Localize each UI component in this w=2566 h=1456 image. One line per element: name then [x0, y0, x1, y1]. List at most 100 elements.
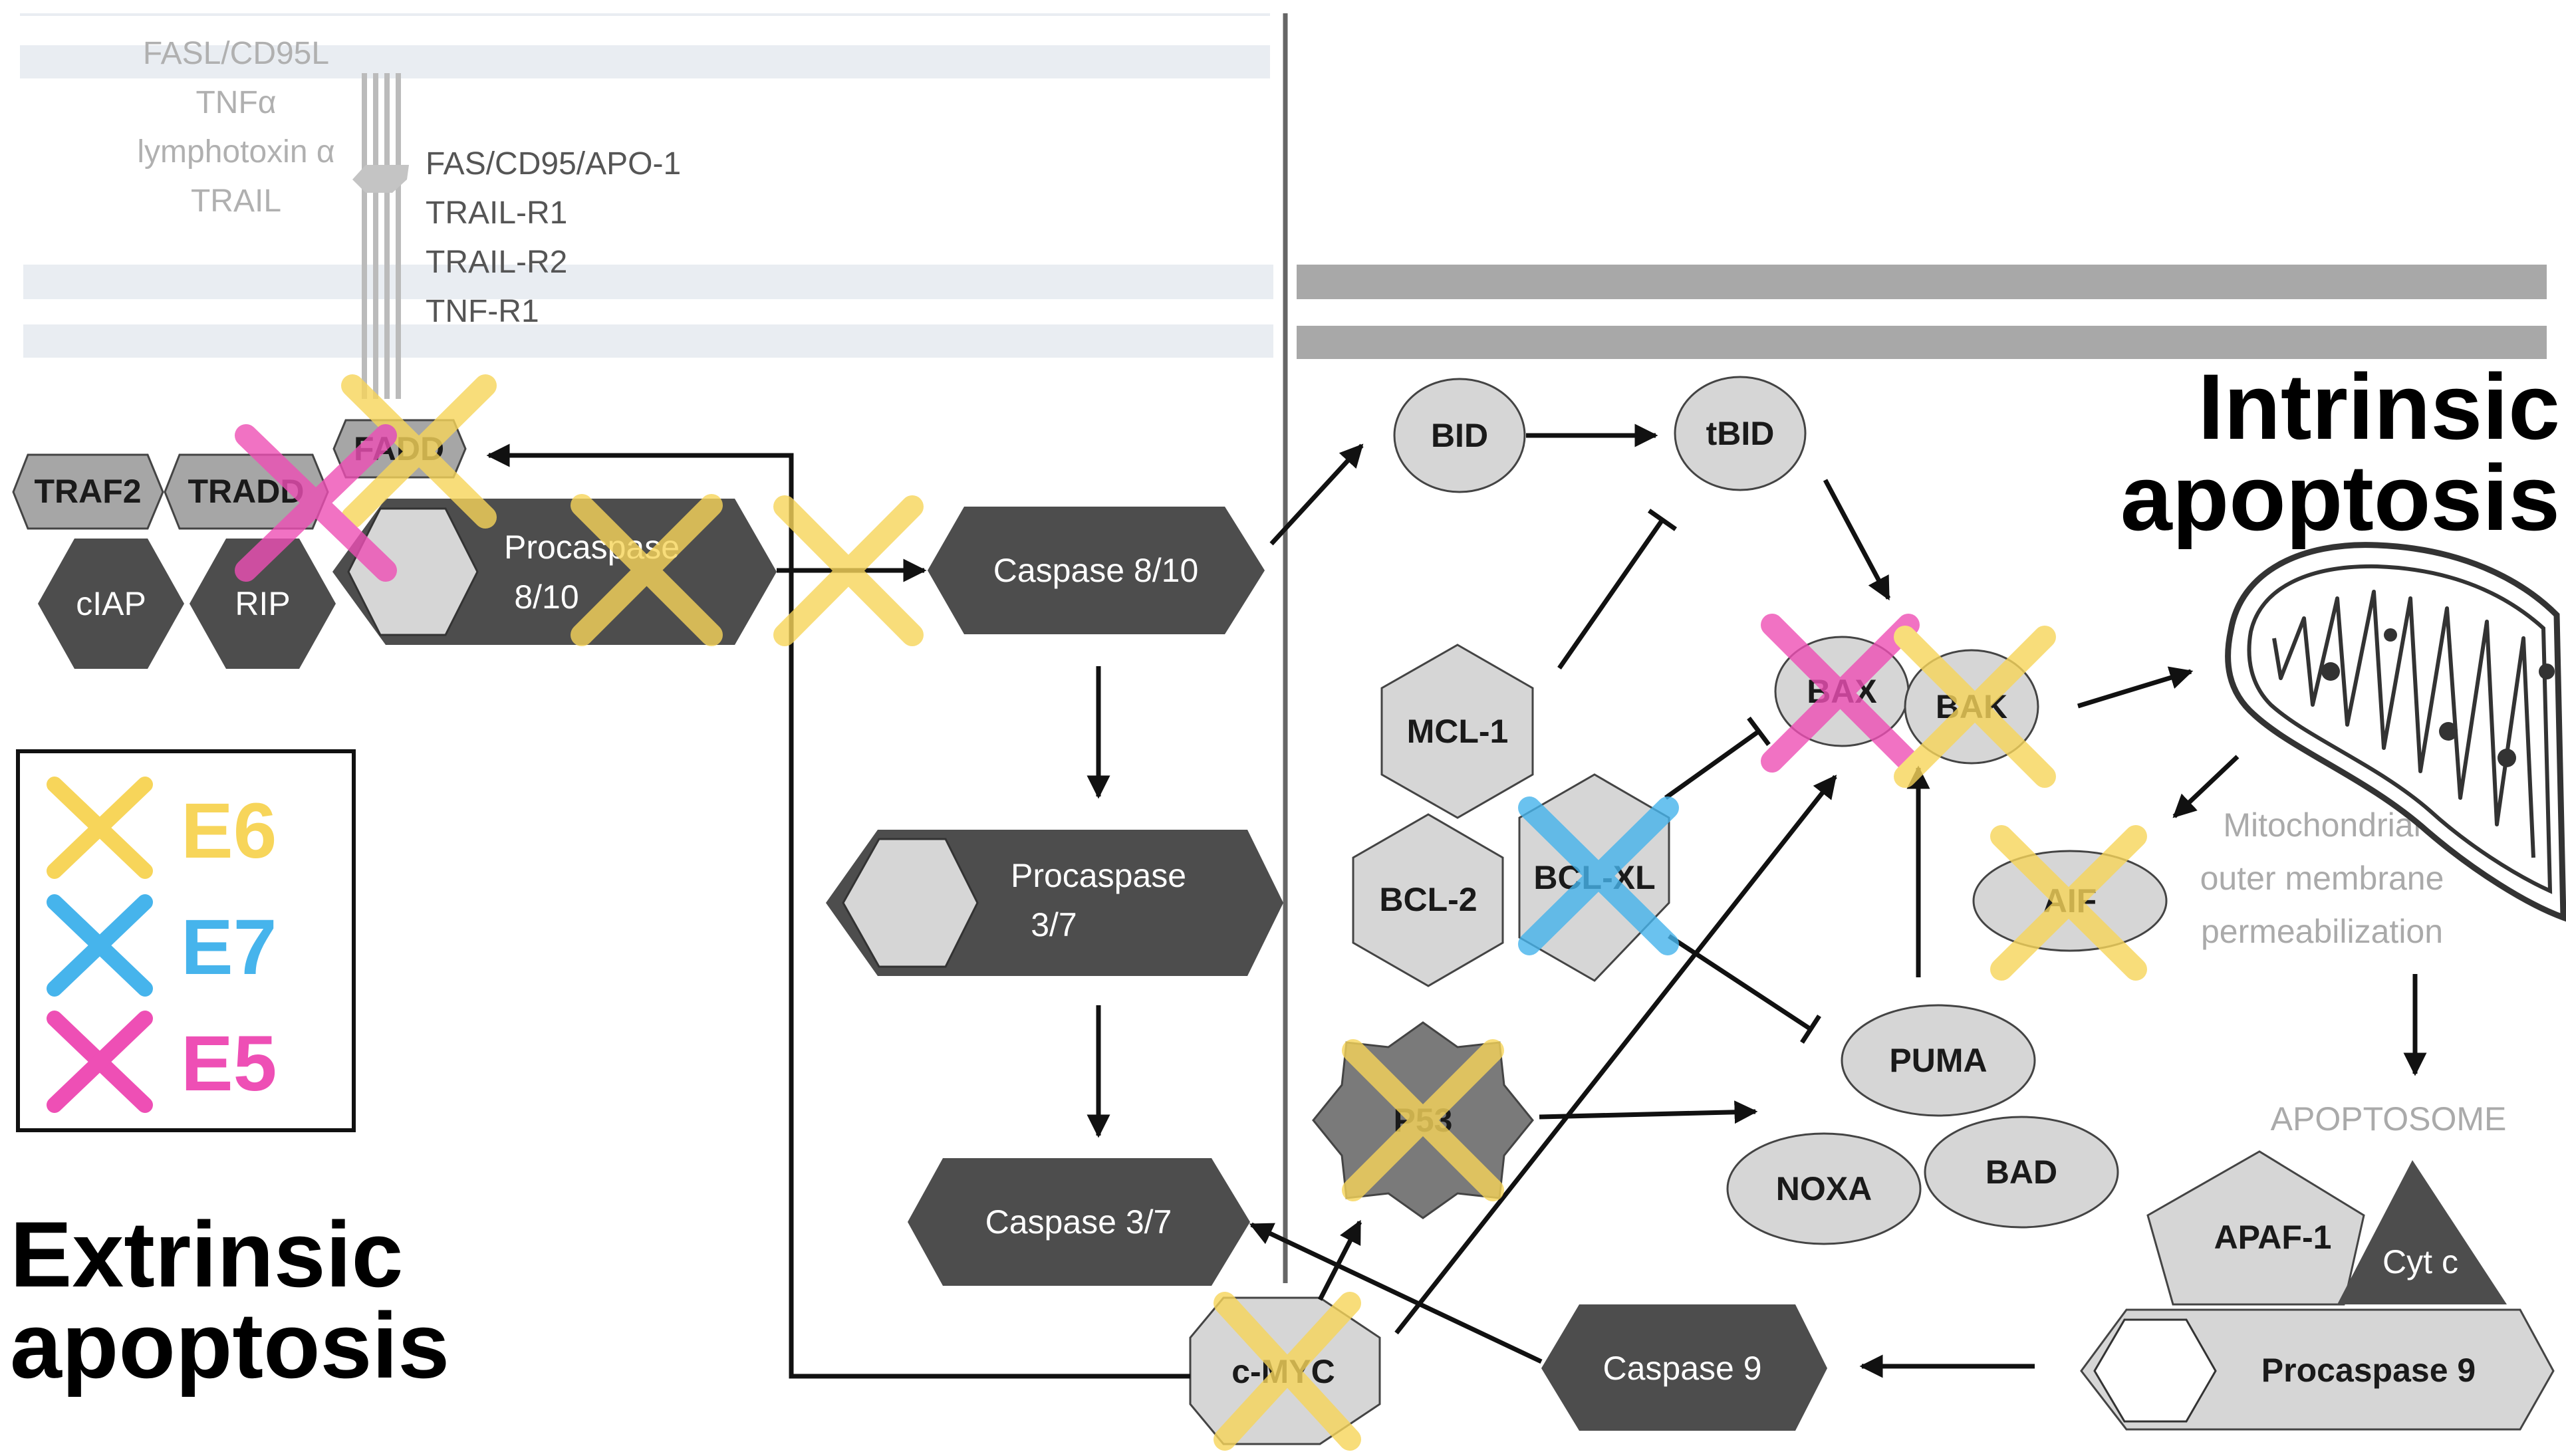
bad-label: BAD	[1986, 1153, 2057, 1191]
legend-e6-cross-icon	[47, 777, 153, 879]
legend-e5-cross-icon	[47, 1011, 153, 1113]
legend-e6-label: E6	[181, 787, 277, 875]
cytc-label: Cyt c	[2382, 1243, 2458, 1280]
arrow	[1823, 479, 1891, 601]
traf2-label: TRAF2	[34, 473, 141, 510]
arrow	[1249, 1222, 1543, 1364]
arrow	[1269, 443, 1364, 546]
arrow	[1317, 1219, 1362, 1301]
mitochondrion-icon	[2225, 542, 2566, 922]
procaspase-3-7-label: 3/7	[1031, 906, 1077, 943]
rip-label: RIP	[235, 585, 290, 622]
bad-node	[1924, 1116, 2119, 1229]
extrinsic-cascade: Caspase 8/10 Procaspase 3/7 Caspase 3/7 …	[826, 507, 1381, 1445]
procaspase-3-7-label: Procaspase	[1011, 857, 1186, 894]
e5-cross-tradd	[235, 424, 397, 582]
receptor-list: FAS/CD95/APO-1 TRAIL-R1 TRAIL-R2 TNF-R1	[426, 146, 681, 329]
inhibition-bar	[1800, 1015, 1821, 1044]
extrinsic-title: apoptosis	[10, 1293, 449, 1397]
momp-label: Mitochondrial	[2223, 806, 2420, 844]
inhibition-line	[1664, 729, 1761, 800]
caspase-9-label: Caspase 9	[1603, 1350, 1761, 1387]
mito-membrane-outer	[1297, 265, 2547, 299]
momp-label: outer membrane	[2200, 860, 2444, 897]
ligand-list: FASL/CD95L TNFα lymphotoxin α TRAIL	[137, 36, 334, 219]
puma-node	[1841, 1004, 2036, 1117]
oncoprotein-crosses	[235, 374, 2147, 1451]
extrinsic-title: Extrinsic	[10, 1202, 403, 1306]
arrow	[2172, 755, 2240, 818]
noxa-label: NOXA	[1776, 1170, 1872, 1207]
rip-node	[190, 539, 336, 669]
prodomain-hexagon	[347, 507, 479, 636]
prodomain-hexagon	[842, 838, 979, 968]
legend-e5-label: E5	[181, 1020, 277, 1108]
mcl1-label: MCL-1	[1407, 713, 1509, 750]
mito-membrane-inner	[1297, 326, 2547, 359]
e6-cross-bak	[1894, 626, 2056, 788]
traf2-node	[12, 453, 164, 530]
receptor-label: FAS/CD95/APO-1	[426, 146, 681, 182]
bcl2-label: BCL-2	[1379, 881, 1477, 918]
e6-cross-cmyc	[1214, 1292, 1361, 1451]
e6-cross-p53	[1342, 1039, 1504, 1201]
ligand-band	[20, 45, 1270, 78]
caspase-8-10-node	[928, 507, 1265, 634]
ciap-label: cIAP	[76, 585, 146, 622]
bid-node	[1393, 378, 1526, 493]
intrinsic-title: apoptosis	[2120, 445, 2560, 550]
mcl1-node	[1380, 644, 1534, 819]
cytc-node	[2337, 1160, 2507, 1304]
arrows	[486, 424, 2427, 1379]
ligand-label: TRAIL	[191, 183, 281, 219]
inhibition-bar	[1747, 716, 1771, 747]
membranes	[20, 13, 2547, 1283]
legend-box	[16, 749, 356, 1132]
arrow	[486, 443, 1190, 1379]
legend-e7-cross-icon	[47, 894, 153, 997]
bid-label: BID	[1431, 417, 1488, 454]
intrinsic-title: Intrinsic	[2198, 354, 2560, 459]
arrow	[1394, 775, 1837, 1335]
plasma-membrane-inner	[23, 324, 1273, 358]
prodomain-hexagon	[2093, 1318, 2217, 1423]
inhibition-line	[1668, 934, 1812, 1031]
puma-label: PUMA	[1889, 1042, 1987, 1079]
apoptosome-label: APOPTOSOME	[2271, 1100, 2507, 1138]
e7-cross-bclxl	[1518, 796, 1679, 955]
legend: E6 E7 E5	[16, 749, 356, 1132]
caspase-3-7-node	[908, 1158, 1250, 1286]
tbid-node	[1674, 376, 1807, 491]
receptor-stalk	[352, 73, 409, 399]
apaf1-label: APAF-1	[2214, 1219, 2332, 1256]
arrow	[1539, 1100, 1758, 1124]
noxa-node	[1726, 1132, 1922, 1245]
e6-cross-procaspase	[571, 494, 723, 646]
caspase-8-10-label: Caspase 8/10	[993, 552, 1199, 589]
receptor-label: TRAIL-R2	[426, 245, 567, 280]
caspase-9-node	[1541, 1304, 1827, 1431]
receptor-label: TNF-R1	[426, 294, 539, 329]
procaspase-8-10-label: 8/10	[514, 578, 578, 616]
e6-cross-fadd	[341, 374, 497, 529]
caspase-3-7-label: Caspase 3/7	[985, 1203, 1172, 1241]
extracellular-band	[20, 13, 1270, 16]
ligand-label: TNFα	[195, 85, 276, 120]
e6-cross-aif	[1990, 825, 2147, 981]
ligand-label: FASL/CD95L	[143, 36, 329, 71]
ciap-node	[38, 539, 184, 669]
e5-cross-bax	[1761, 614, 1920, 773]
momp-label: permeabilization	[2201, 913, 2443, 950]
e6-cross-arrow	[773, 495, 924, 646]
inhibition-line	[1557, 519, 1664, 669]
titles: Extrinsic apoptosis Intrinsic apoptosis	[10, 354, 2560, 1397]
inhibition-bar	[1647, 509, 1678, 531]
receptor-label: TRAIL-R1	[426, 195, 567, 231]
tbid-label: tBID	[1706, 415, 1775, 452]
plasma-membrane-outer	[23, 265, 1273, 299]
apaf1-node	[2146, 1150, 2365, 1306]
legend-e7-label: E7	[181, 904, 277, 991]
ligand-label: lymphotoxin α	[137, 134, 334, 170]
bcl2-node	[1352, 813, 1504, 987]
